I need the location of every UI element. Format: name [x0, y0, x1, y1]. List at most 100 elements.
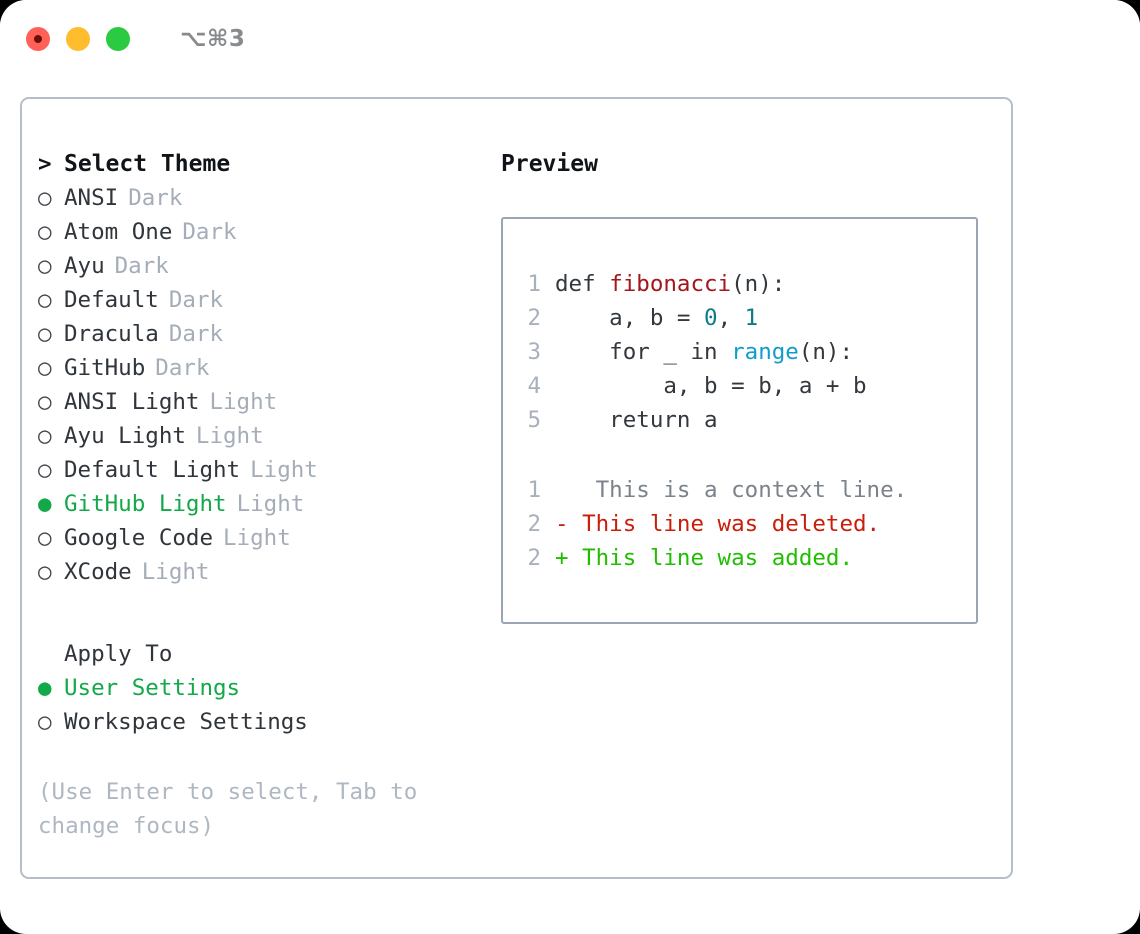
theme-variant-label: Dark — [155, 355, 210, 381]
radio-selected-icon[interactable]: ● — [38, 491, 52, 517]
diff-line: 1 This is a context line. — [503, 473, 976, 507]
code-token: a, b = b, a + b — [555, 373, 867, 399]
code-token: range — [731, 339, 799, 365]
theme-variant-label: Light — [195, 423, 264, 449]
radio-unselected-icon[interactable]: ○ — [38, 253, 52, 279]
keyboard-hint-text: (Use Enter to select, Tab to change focu… — [38, 779, 418, 839]
select-theme-heading: > Select Theme — [38, 147, 498, 181]
code-line: 4 a, b = b, a + b — [503, 369, 976, 403]
code-token: a, b = — [555, 305, 705, 331]
theme-variant-label: Dark — [128, 185, 183, 211]
theme-variant-label: Dark — [168, 287, 224, 313]
code-token: 0 — [704, 305, 718, 331]
code-token: (n): — [731, 271, 786, 297]
diff-sample: 1 This is a context line.2- This line wa… — [503, 473, 976, 575]
theme-list-item[interactable]: ○ ANSI Light Light — [38, 385, 498, 419]
select-theme-heading-label: Select Theme — [64, 151, 231, 177]
radio-unselected-icon[interactable]: ○ — [38, 321, 52, 347]
code-line-number: 4 — [527, 373, 541, 399]
minimize-window-icon[interactable] — [66, 27, 90, 51]
apply-to-item[interactable]: ○ Workspace Settings — [38, 705, 498, 739]
radio-unselected-icon[interactable]: ○ — [38, 559, 52, 585]
code-token: return a — [555, 407, 718, 433]
radio-selected-icon[interactable]: ● — [38, 675, 52, 701]
diff-line: 2 + This line was added. — [503, 541, 976, 575]
apply-to-heading: ○Apply To — [38, 637, 498, 671]
theme-name-label: Dracula — [64, 321, 159, 347]
apply-to-item[interactable]: ● User Settings — [38, 671, 498, 705]
theme-variant-label: Light — [223, 525, 291, 551]
diff-sign — [555, 473, 569, 507]
diff-spacer — [503, 437, 976, 473]
apply-to-list: ● User Settings ○ Workspace Settings — [38, 671, 498, 739]
radio-unselected-icon[interactable]: ○ — [38, 219, 52, 245]
radio-unselected-icon[interactable]: ○ — [38, 457, 52, 483]
theme-list-item[interactable]: ○ Default Light Light — [38, 453, 498, 487]
theme-name-label: Atom One — [64, 219, 173, 245]
theme-name-label: Default — [64, 287, 159, 313]
radio-unselected-icon[interactable]: ○ — [38, 423, 52, 449]
code-token: fibonacci — [609, 271, 732, 297]
close-dot-icon — [34, 35, 42, 43]
code-line-number: 3 — [527, 339, 541, 365]
diff-text: This is a context line. — [568, 477, 908, 503]
theme-variant-label: Light — [209, 389, 278, 415]
close-window-icon[interactable] — [26, 27, 50, 51]
code-line-number: 2 — [527, 305, 541, 331]
theme-name-label: ANSI Light — [64, 389, 200, 415]
keyboard-shortcut-label: ⌥⌘3 — [180, 26, 246, 52]
theme-name-label: GitHub Light — [64, 491, 227, 517]
code-token: for _ in — [555, 339, 732, 365]
code-token: (n): — [798, 339, 854, 365]
code-line: 3 for _ in range(n): — [503, 335, 976, 369]
code-token: 1 — [744, 305, 759, 331]
radio-unselected-icon[interactable]: ○ — [38, 355, 52, 381]
diff-text: This line was deleted. — [568, 511, 881, 537]
diff-text: This line was added. — [568, 545, 854, 571]
theme-name-label: ANSI — [64, 185, 119, 211]
code-line-number: 1 — [527, 271, 541, 297]
code-line: 2 a, b = 0, 1 — [503, 301, 976, 335]
radio-unselected-icon[interactable]: ○ — [38, 185, 52, 211]
theme-list-item[interactable]: ○ GitHub Dark — [38, 351, 498, 385]
section-spacer — [38, 589, 498, 637]
radio-unselected-icon[interactable]: ○ — [38, 287, 52, 313]
theme-list-item[interactable]: ○ ANSI Dark — [38, 181, 498, 215]
diff-line-number: 2 — [527, 545, 541, 571]
prompt-caret-icon: > — [38, 151, 52, 177]
theme-list-item[interactable]: ○ Default Dark — [38, 283, 498, 317]
diff-line: 2- This line was deleted. — [503, 507, 976, 541]
code-line-number: 5 — [527, 407, 541, 433]
diff-sign: - — [555, 511, 569, 537]
theme-name-label: Ayu — [64, 253, 105, 279]
apply-to-label: Workspace Settings — [64, 709, 308, 735]
theme-name-label: XCode — [64, 559, 132, 585]
radio-unselected-icon[interactable]: ○ — [38, 709, 52, 735]
apply-to-label: User Settings — [64, 675, 241, 701]
theme-variant-label: Light — [250, 457, 318, 483]
apply-to-marker-spacer-icon: ○ — [38, 637, 64, 671]
title-bar: ⌥⌘3 — [0, 0, 1140, 78]
maximize-window-icon[interactable] — [106, 27, 130, 51]
theme-name-label: Default Light — [64, 457, 241, 483]
theme-name-label: GitHub — [64, 355, 146, 381]
radio-unselected-icon[interactable]: ○ — [38, 525, 52, 551]
diff-sign: + — [555, 545, 569, 571]
radio-unselected-icon[interactable]: ○ — [38, 389, 52, 415]
traffic-light-group — [26, 27, 130, 51]
